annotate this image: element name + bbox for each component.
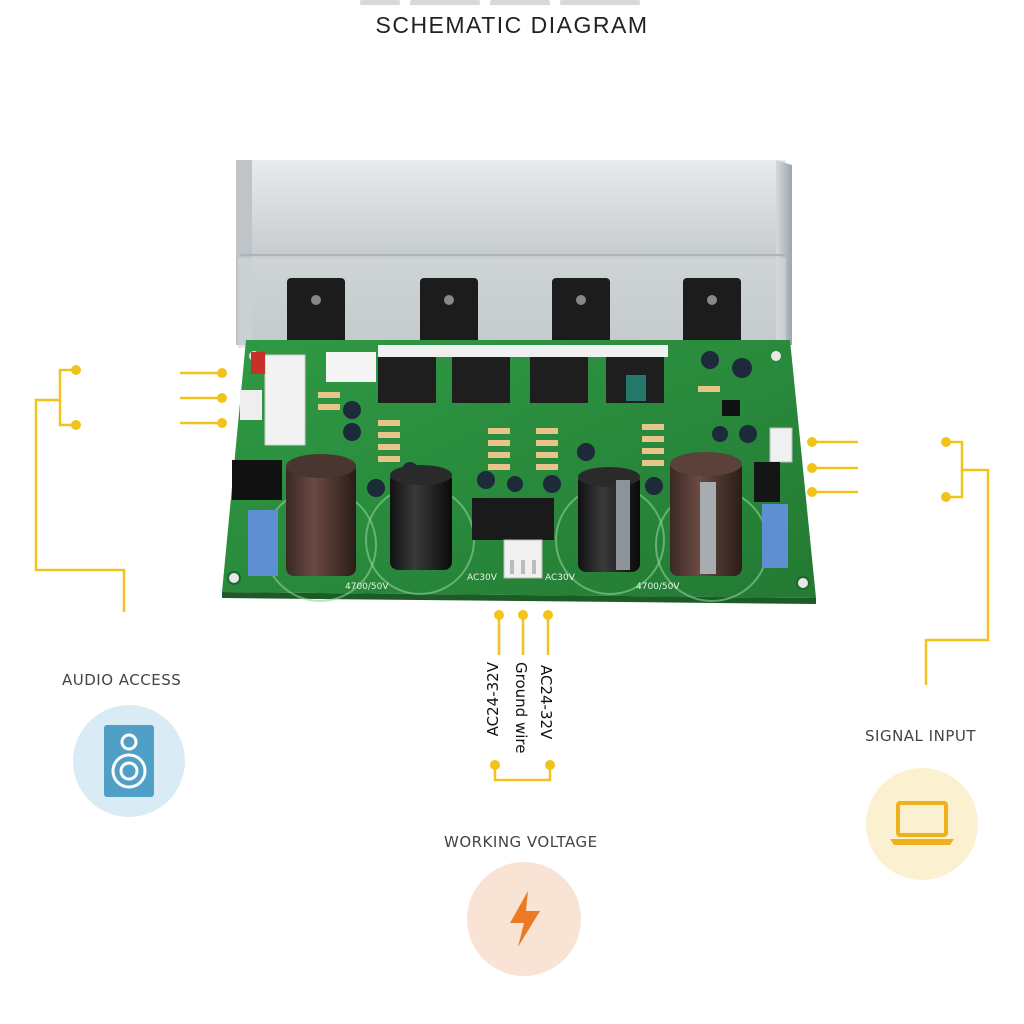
board-text-cap-right: 4700/50V [636, 582, 680, 592]
wire-label-ac-right: AC24-32V [537, 665, 555, 740]
film-capacitors [248, 504, 788, 576]
wire-label-ground: Ground wire [512, 662, 530, 754]
laptop-icon [890, 801, 954, 845]
board-text-ac-left: AC30V [467, 573, 498, 583]
audio-access-label: AUDIO ACCESS [62, 671, 182, 689]
audio-access-badge [73, 705, 185, 817]
page-title: SCHEMATIC DIAGRAM [375, 12, 649, 38]
signal-input-badge [866, 768, 978, 880]
power-wires [493, 615, 552, 782]
working-voltage-label: WORKING VOLTAGE [444, 833, 598, 851]
cropped-header-text [360, 0, 700, 5]
resistors [318, 386, 720, 470]
bridge-rectifier [472, 498, 554, 579]
audio-output-wires [34, 368, 222, 612]
working-voltage-badge [467, 862, 581, 976]
lightning-icon [510, 891, 540, 947]
wire-label-ac-left: AC24-32V [484, 662, 502, 737]
audio-wire-dots [71, 365, 227, 430]
signal-wire-dots [807, 437, 951, 502]
signal-input-wires [812, 440, 990, 685]
signal-connector [722, 400, 793, 502]
power-transistors-top [287, 278, 741, 344]
filter-capacitors [286, 452, 742, 576]
driver-transistors [326, 345, 668, 403]
board-text-ac-right: AC30V [545, 573, 576, 583]
relay [232, 352, 306, 500]
speaker-icon [104, 725, 154, 797]
board-text-cap-left: 4700/50V [345, 582, 389, 592]
power-wire-dots [490, 610, 555, 770]
small-capacitors [343, 351, 757, 497]
signal-input-label: SIGNAL INPUT [865, 727, 977, 745]
